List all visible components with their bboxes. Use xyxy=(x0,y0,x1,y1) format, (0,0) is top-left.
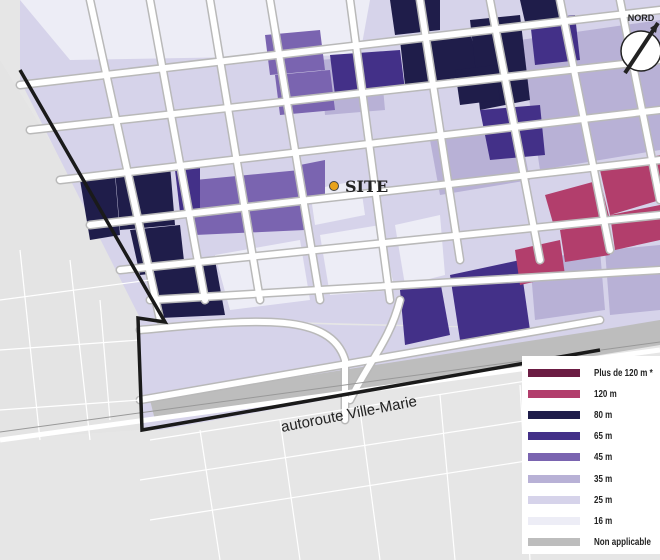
legend-label: 25 m xyxy=(594,494,613,506)
legend-label: 120 m xyxy=(594,388,617,400)
legend-label: Non applicable xyxy=(594,536,651,548)
legend-swatch xyxy=(528,517,580,525)
legend-item-25m: 25 m xyxy=(528,493,617,507)
outside-zone-west xyxy=(0,60,160,440)
legend-item-120m: 120 m xyxy=(528,387,622,401)
legend-swatch xyxy=(528,475,580,483)
legend-swatch xyxy=(528,496,580,504)
legend-label: 35 m xyxy=(594,473,613,485)
legend-item-65m: 65 m xyxy=(528,429,617,443)
site-label: SITE xyxy=(345,177,388,196)
legend-label: 45 m xyxy=(594,451,613,463)
legend-item-plus-120m: Plus de 120 m * xyxy=(528,366,660,380)
legend-swatch xyxy=(528,411,580,419)
zone-boundary xyxy=(18,69,601,433)
legend-label: 65 m xyxy=(594,430,613,442)
legend-label: Plus de 120 m * xyxy=(594,367,653,379)
legend-swatch xyxy=(528,432,580,440)
north-label: NORD xyxy=(628,13,655,23)
street-network xyxy=(15,0,660,425)
legend-item-80m: 80 m xyxy=(528,408,617,422)
legend-item-non-applicable: Non applicable xyxy=(528,535,660,549)
legend-swatch xyxy=(528,453,580,461)
legend-swatch xyxy=(528,390,580,398)
legend-item-45m: 45 m xyxy=(528,450,617,464)
legend-swatch xyxy=(528,369,580,377)
legend: Plus de 120 m * 120 m 80 m 65 m 45 m 35 … xyxy=(522,356,660,554)
site-marker-icon xyxy=(329,181,339,191)
rail-corridor xyxy=(150,320,660,420)
legend-item-16m: 16 m xyxy=(528,514,617,528)
legend-item-35m: 35 m xyxy=(528,472,617,486)
legend-label: 16 m xyxy=(594,515,613,527)
legend-swatch xyxy=(528,538,580,546)
legend-label: 80 m xyxy=(594,409,613,421)
north-arrow-icon xyxy=(620,21,660,75)
